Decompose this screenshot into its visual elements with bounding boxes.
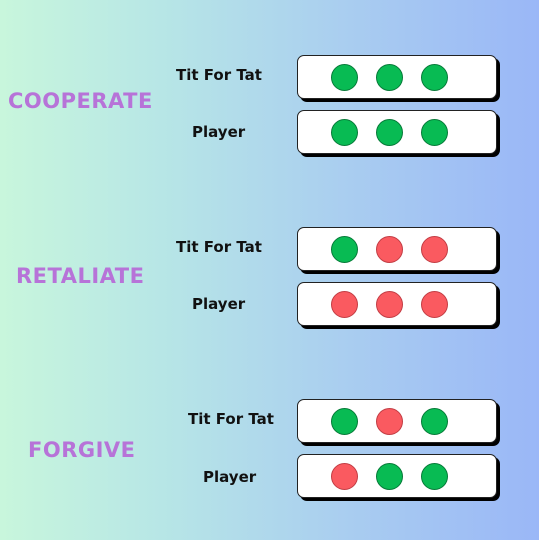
move-box-tft-retaliate	[297, 227, 497, 271]
red-move-dot	[376, 236, 403, 263]
row-label-tft-cooperate: Tit For Tat	[176, 66, 262, 84]
green-move-dot	[421, 408, 448, 435]
row-label-tft-retaliate: Tit For Tat	[176, 238, 262, 256]
row-label-player-retaliate: Player	[192, 295, 246, 313]
green-move-dot	[421, 119, 448, 146]
green-move-dot	[376, 463, 403, 490]
green-move-dot	[331, 408, 358, 435]
green-move-dot	[331, 119, 358, 146]
section-label-cooperate: COOPERATE	[8, 89, 153, 113]
move-box-tft-cooperate	[297, 55, 497, 99]
green-move-dot	[421, 64, 448, 91]
row-label-player-forgive: Player	[203, 468, 257, 486]
section-label-retaliate: RETALIATE	[16, 264, 145, 288]
move-box-player-cooperate	[297, 110, 497, 154]
red-move-dot	[331, 291, 358, 318]
row-label-tft-forgive: Tit For Tat	[188, 410, 274, 428]
move-box-tft-forgive	[297, 399, 497, 443]
move-box-player-forgive	[297, 454, 497, 498]
green-move-dot	[376, 64, 403, 91]
move-box-player-retaliate	[297, 282, 497, 326]
red-move-dot	[421, 291, 448, 318]
section-label-forgive: FORGIVE	[28, 438, 136, 462]
red-move-dot	[331, 463, 358, 490]
row-label-player-cooperate: Player	[192, 123, 246, 141]
red-move-dot	[376, 408, 403, 435]
red-move-dot	[421, 236, 448, 263]
red-move-dot	[376, 291, 403, 318]
green-move-dot	[331, 236, 358, 263]
green-move-dot	[376, 119, 403, 146]
green-move-dot	[331, 64, 358, 91]
green-move-dot	[421, 463, 448, 490]
